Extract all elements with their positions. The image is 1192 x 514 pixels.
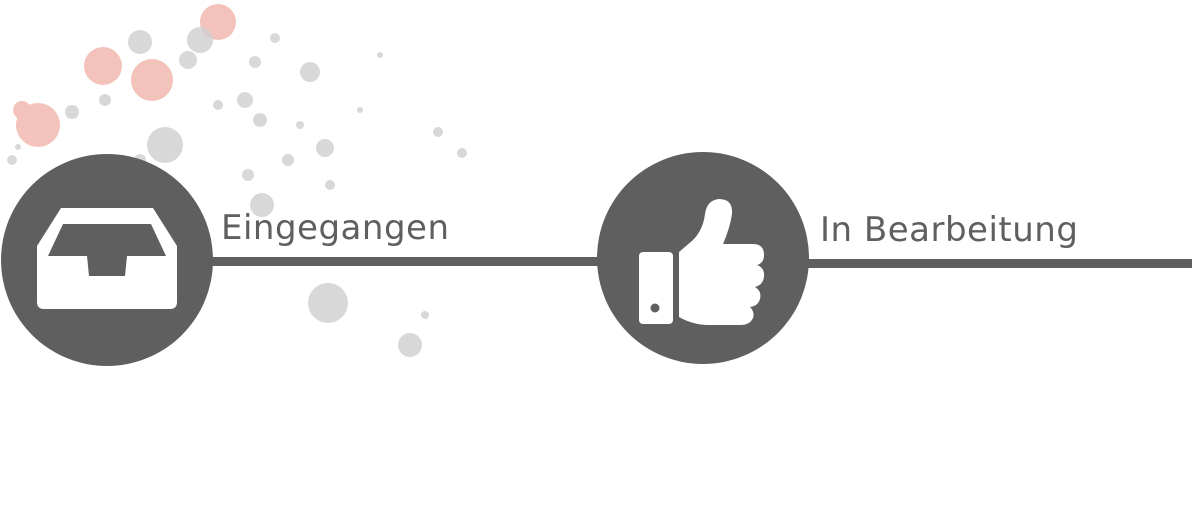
inbox-tray-icon [37,208,177,309]
timeline-connector-line [200,257,620,266]
step-eingegangen-circle [1,154,213,366]
step-in-bearbeitung-circle [597,152,809,364]
step-label-eingegangen: Eingegangen [221,208,450,248]
step-label-in-bearbeitung: In Bearbeitung [820,210,1079,250]
timeline-connector-line [800,259,1192,268]
thumbs-up-icon [639,199,765,325]
watercolor-splatter-decoration [7,4,467,357]
